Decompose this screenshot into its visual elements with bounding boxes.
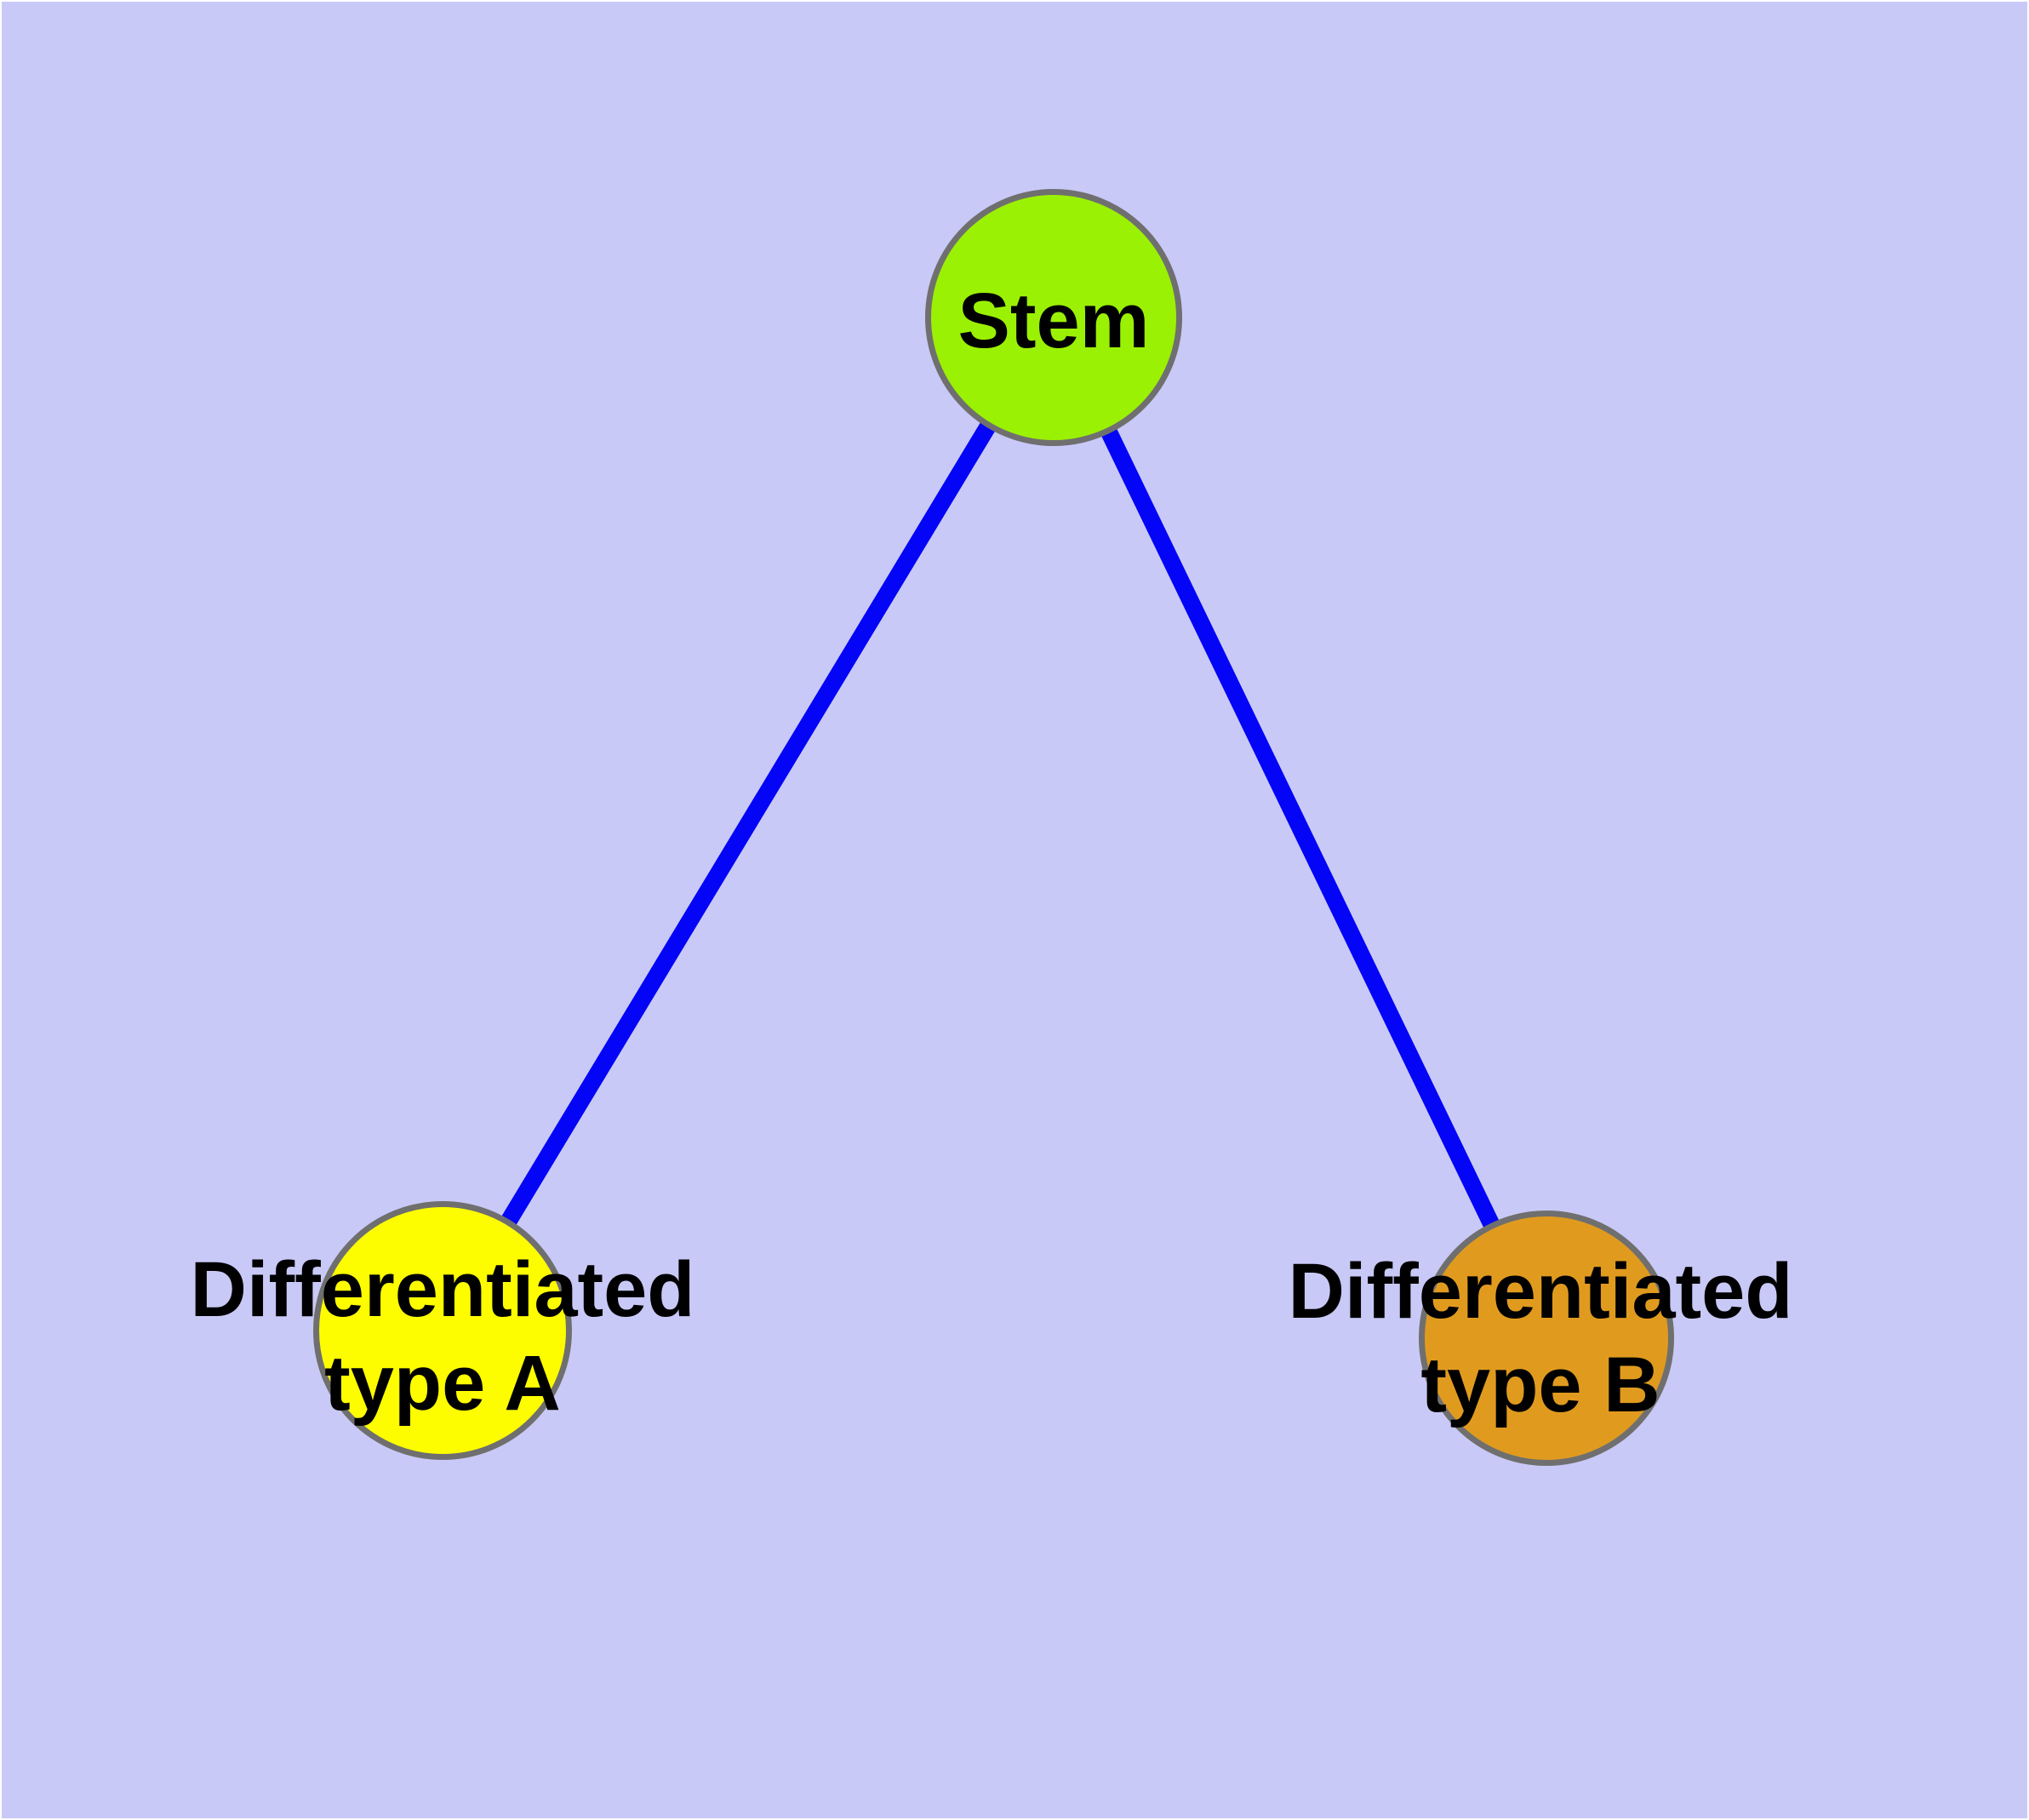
node-type-b xyxy=(1419,1210,1674,1466)
node-label-type-b: Differentiated type B xyxy=(1289,1245,1793,1432)
node-label-line: type A xyxy=(324,1340,561,1427)
node-label-stem: Stem xyxy=(958,274,1150,368)
edge-stem-to-type-a xyxy=(435,312,1061,1336)
node-type-a xyxy=(313,1201,572,1460)
node-label-line: Stem xyxy=(957,278,1150,364)
node-label-type-a: Differentiated type A xyxy=(191,1243,695,1430)
node-label-line: Differentiated xyxy=(1288,1248,1793,1335)
edge-stem-to-type-b xyxy=(1045,313,1555,1342)
node-label-line: type B xyxy=(1420,1342,1660,1428)
node-stem xyxy=(925,189,1182,446)
node-label-line: Differentiated xyxy=(190,1246,695,1333)
